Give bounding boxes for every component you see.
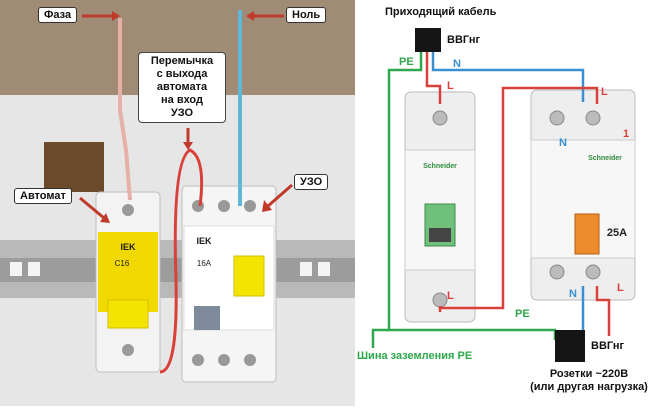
jumper-label-line-3: автомата	[156, 81, 208, 93]
wiring-diagram: Schneider Schneider 25A Приходящий кабел…	[355, 0, 660, 406]
rcd-body	[181, 185, 277, 383]
diagram-wires	[371, 46, 611, 348]
phase-label: Фаза	[38, 7, 78, 23]
jumper-label-line-4: на вход	[161, 94, 203, 106]
l-label-breaker-out: L	[447, 290, 454, 302]
jumper-label-line-5: УЗО	[170, 107, 194, 119]
phase-wire	[118, 18, 132, 201]
diagram-brand-breaker: Schneider	[423, 163, 457, 170]
diagram-svg: Schneider Schneider 25A	[355, 0, 660, 406]
l-label-rcd-in: L	[601, 86, 608, 98]
terminal-1-label: 1	[623, 128, 630, 140]
rcd-label: УЗО	[294, 174, 329, 190]
load-label-line-1: Розетки ~220В	[549, 368, 629, 380]
n-label-top: N	[453, 58, 461, 70]
load-label: Розетки ~220В (или другая нагрузка)	[523, 368, 655, 394]
rcd-brand-text: IEK	[196, 236, 212, 246]
n-wire	[431, 46, 585, 102]
breaker-brand-text: IEK	[120, 242, 136, 252]
breaker-label: Автомат	[14, 188, 72, 204]
incoming-cable-label: Приходящий кабель	[385, 6, 497, 18]
pe-label-top: PE	[399, 56, 414, 68]
breaker-body	[95, 191, 161, 373]
rcd-rating-text: 16A	[197, 259, 212, 268]
outgoing-cable-block	[555, 330, 585, 362]
pe-label-bottom: PE	[515, 308, 530, 320]
photo-panel: IEK C16 IEK 16A Фаза Ноль Перемычка с вы…	[0, 0, 355, 406]
load-label-line-2: (или другая нагрузка)	[530, 381, 648, 393]
l-wire	[425, 46, 442, 104]
jumper-label: Перемычка с выхода автомата на вход УЗО	[138, 52, 226, 123]
ground-bus-label: Шина заземления PE	[357, 350, 473, 362]
jumper-wire	[159, 148, 204, 374]
jumper-label-line-2: с выхода	[156, 68, 208, 80]
n-label-rcd-in: N	[559, 137, 567, 149]
incoming-cable-block	[415, 28, 441, 52]
cable-bottom-label: ВВГнг	[591, 340, 625, 352]
breaker-rating-text: C16	[115, 259, 130, 268]
l-label-breaker-in: L	[447, 80, 454, 92]
rcd-rating-label: 25A	[607, 227, 627, 239]
l-label-rcd-out: L	[617, 282, 624, 294]
neutral-label: Ноль	[286, 7, 327, 23]
jumper-label-line-1: Перемычка	[150, 55, 214, 67]
diagram-brand-rcd: Schneider	[588, 155, 622, 162]
cable-top-label: ВВГнг	[447, 34, 481, 46]
n-label-rcd-out: N	[569, 288, 577, 300]
